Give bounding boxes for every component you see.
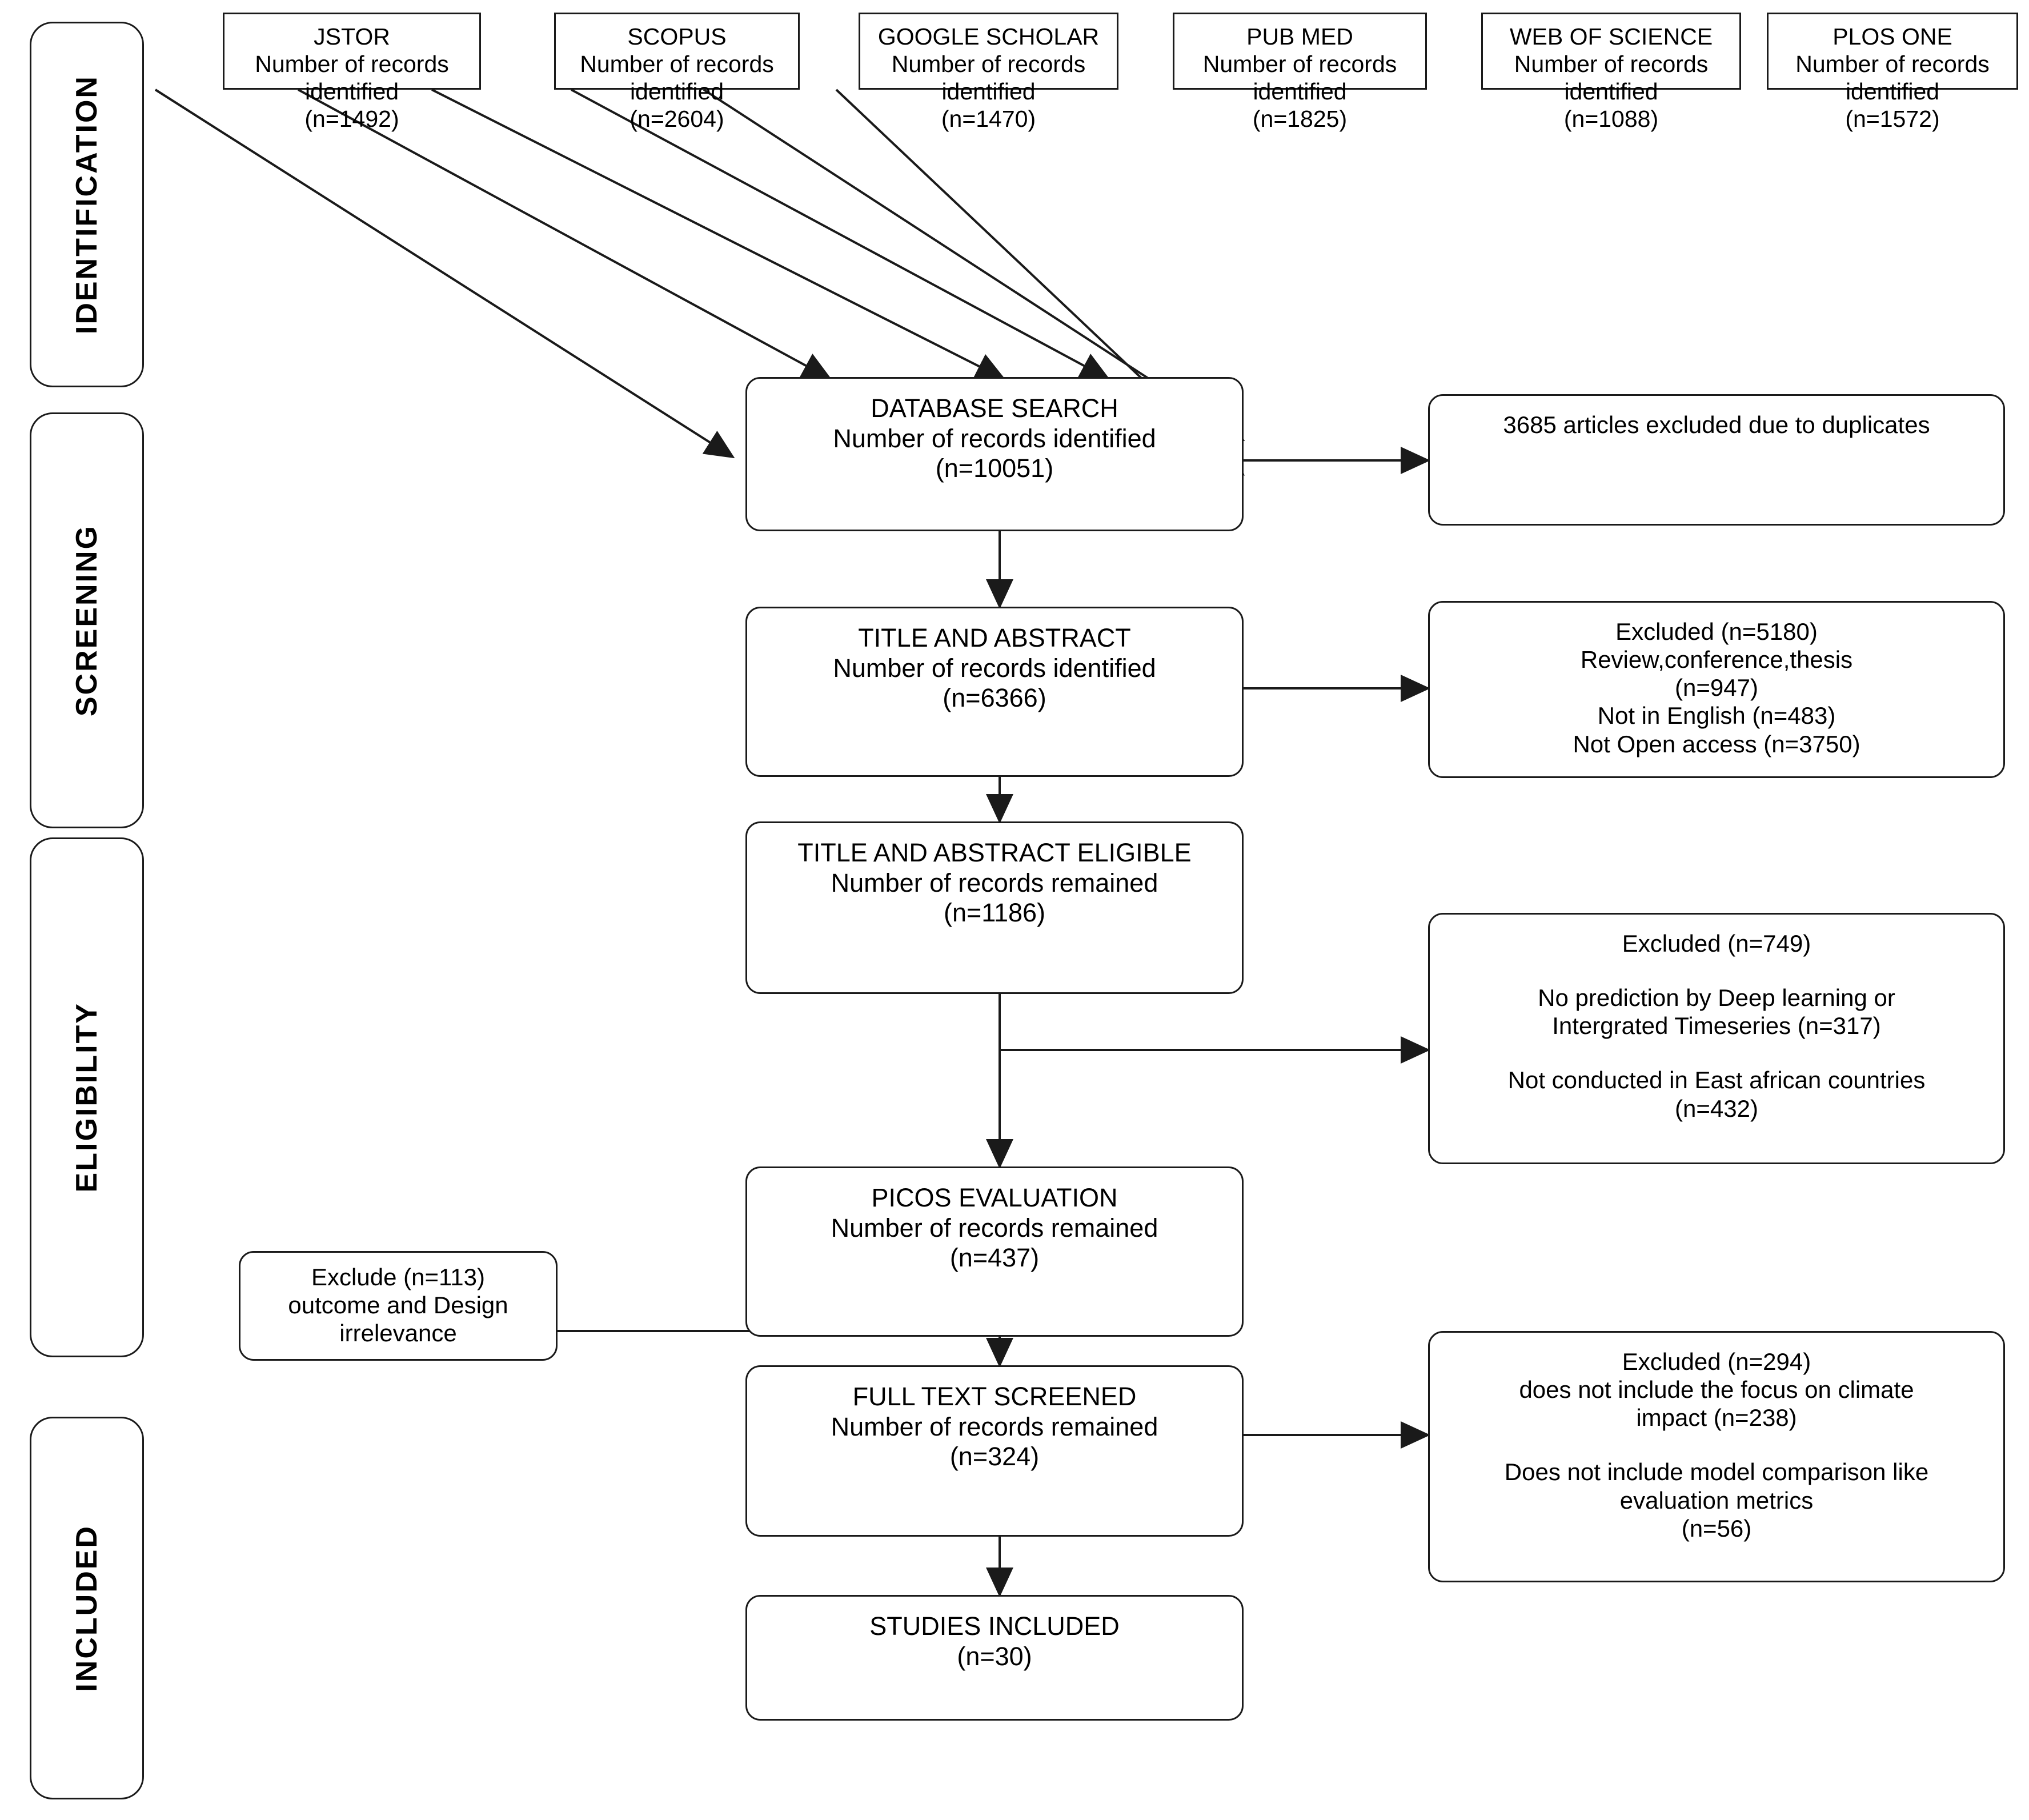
source-box-google-scholar: GOOGLE SCHOLAR Number of records identif…	[859, 13, 1118, 132]
exclusion-box-fulltext: Excluded (n=294) does not include the fo…	[1428, 1331, 2005, 1582]
exclusion-fulltext-line2: does not include the focus on climate	[1519, 1376, 1914, 1404]
exclusion-box-duplicates: 3685 articles excluded due to duplicates	[1428, 394, 2005, 526]
exclusion-duplicates-line1: 3685 articles excluded due to duplicates	[1503, 411, 1930, 438]
exclusion-eligibility-line2: No prediction by Deep learning or	[1538, 984, 1895, 1012]
source-count-web-of-science: (n=1088)	[1563, 105, 1659, 132]
stage-count-studies-included: (n=30)	[957, 1641, 1032, 1671]
exclusion-box-picos: Exclude (n=113) outcome and Design irrel…	[239, 1251, 558, 1361]
stage-box-title-abstract: TITLE AND ABSTRACT Number of records ide…	[745, 607, 1244, 777]
exclusion-eligibility-line5: (n=432)	[1675, 1095, 1758, 1122]
source-name-pubmed: PUB MED	[1246, 23, 1353, 50]
exclusion-fulltext-line3: impact (n=238)	[1636, 1404, 1797, 1432]
source-name-scopus: SCOPUS	[627, 23, 727, 50]
source-line3-scopus: identified	[629, 78, 724, 105]
source-line2-pubmed: Number of records	[1202, 50, 1397, 77]
exclusion-fulltext-line5: evaluation metrics	[1619, 1486, 1814, 1514]
source-box-pubmed: PUB MED Number of records identified (n=…	[1173, 13, 1427, 132]
exclusion-picos-line2: outcome and Design	[288, 1292, 508, 1319]
source-line2-web-of-science: Number of records	[1514, 50, 1709, 77]
exclusion-box-eligibility: Excluded (n=749) No prediction by Deep l…	[1428, 913, 2005, 1164]
exclusion-screening-line2: Review,conference,thesis	[1580, 646, 1853, 674]
stage-title-studies-included: STUDIES INCLUDED	[869, 1611, 1120, 1641]
edge-pubmed-to-database-search	[571, 89, 1110, 380]
source-count-scopus: (n=2604)	[629, 105, 724, 132]
phase-bar-screening: SCREENING	[30, 412, 144, 828]
exclusion-eligibility-line1: Excluded (n=749)	[1622, 930, 1811, 957]
stage-subtitle-full-text-screened: Number of records remained	[831, 1412, 1158, 1441]
source-count-plos-one: (n=1572)	[1845, 105, 1940, 132]
phase-bar-included: INCLUDED	[30, 1417, 144, 1799]
exclusion-screening-line5: Not Open access (n=3750)	[1573, 730, 1860, 757]
source-line3-plos-one: identified	[1845, 78, 1940, 105]
stage-count-title-abstract-eligible: (n=1186)	[943, 898, 1046, 928]
exclusion-screening-line3: (n=947)	[1675, 674, 1758, 701]
phase-label-eligibility: ELIGIBILITY	[70, 1002, 103, 1193]
exclusion-picos-line1: Exclude (n=113)	[311, 1264, 485, 1290]
source-box-jstor: JSTOR Number of records identified (n=14…	[223, 13, 481, 132]
source-line3-google-scholar: identified	[941, 78, 1036, 105]
stage-title-picos-evaluation: PICOS EVALUATION	[871, 1183, 1118, 1212]
source-box-scopus: SCOPUS Number of records identified (n=2…	[554, 13, 800, 132]
exclusion-picos-line3: irrelevance	[339, 1320, 457, 1347]
stage-title-title-abstract: TITLE AND ABSTRACT	[858, 623, 1131, 652]
phase-label-screening: SCREENING	[70, 524, 103, 717]
stage-title-database-search: DATABASE SEARCH	[871, 394, 1118, 423]
source-name-google-scholar: GOOGLE SCHOLAR	[877, 23, 1100, 50]
phase-label-identification: IDENTIFICATION	[70, 74, 103, 335]
source-line2-google-scholar: Number of records	[891, 50, 1086, 77]
stage-title-full-text-screened: FULL TEXT SCREENED	[852, 1382, 1137, 1411]
stage-subtitle-title-abstract: Number of records identified	[833, 653, 1156, 683]
exclusion-fulltext-line6: (n=56)	[1681, 1514, 1752, 1542]
source-count-google-scholar: (n=1470)	[941, 105, 1036, 132]
stage-count-database-search: (n=10051)	[935, 454, 1054, 483]
source-line3-jstor: identified	[304, 78, 399, 105]
source-line2-jstor: Number of records	[255, 50, 449, 77]
exclusion-fulltext-line4: Does not include model comparison like	[1504, 1458, 1929, 1486]
stage-count-full-text-screened: (n=324)	[949, 1442, 1040, 1472]
stage-box-database-search: DATABASE SEARCH Number of records identi…	[745, 377, 1244, 531]
stage-title-title-abstract-eligible: TITLE AND ABSTRACT ELIGIBLE	[797, 838, 1192, 867]
stage-box-title-abstract-eligible: TITLE AND ABSTRACT ELIGIBLE Number of re…	[745, 821, 1244, 994]
exclusion-eligibility-gap-2	[1435, 1040, 1998, 1066]
exclusion-fulltext-gap-1	[1435, 1432, 1998, 1458]
source-count-jstor: (n=1492)	[304, 105, 399, 132]
source-name-jstor: JSTOR	[314, 23, 390, 50]
phase-bar-identification: IDENTIFICATION	[30, 22, 144, 387]
stage-subtitle-database-search: Number of records identified	[833, 423, 1156, 453]
source-line2-scopus: Number of records	[580, 50, 774, 77]
phase-label-included: INCLUDED	[70, 1524, 103, 1692]
source-line3-pubmed: identified	[1253, 78, 1347, 105]
stage-box-full-text-screened: FULL TEXT SCREENED Number of records rem…	[745, 1365, 1244, 1537]
exclusion-screening-line1: Excluded (n=5180)	[1615, 618, 1818, 645]
edge-scopus-to-database-search	[298, 89, 832, 380]
edge-google-scholar-to-database-search	[431, 89, 1006, 380]
edge-jstor-to-database-search	[154, 89, 735, 459]
exclusion-screening-line4: Not in English (n=483)	[1597, 702, 1836, 729]
phase-bar-eligibility: ELIGIBILITY	[30, 837, 144, 1357]
source-box-web-of-science: WEB OF SCIENCE Number of records identif…	[1481, 13, 1741, 132]
source-count-pubmed: (n=1825)	[1252, 105, 1348, 132]
stage-count-picos-evaluation: (n=437)	[949, 1243, 1040, 1273]
stage-subtitle-picos-evaluation: Number of records remained	[831, 1213, 1158, 1242]
exclusion-box-screening: Excluded (n=5180) Review,conference,thes…	[1428, 601, 2005, 778]
stage-box-picos-evaluation: PICOS EVALUATION Number of records remai…	[745, 1166, 1244, 1337]
exclusion-eligibility-line4: Not conducted in East african countries	[1507, 1067, 1926, 1094]
source-name-web-of-science: WEB OF SCIENCE	[1509, 23, 1713, 50]
source-name-plos-one: PLOS ONE	[1832, 23, 1952, 50]
source-line2-plos-one: Number of records	[1795, 50, 1990, 77]
source-box-plos-one: PLOS ONE Number of records identified (n…	[1767, 13, 2018, 132]
exclusion-eligibility-gap-1	[1435, 957, 1998, 984]
stage-count-title-abstract: (n=6366)	[943, 683, 1046, 713]
stage-box-studies-included: STUDIES INCLUDED (n=30)	[745, 1595, 1244, 1721]
stage-subtitle-title-abstract-eligible: Number of records remained	[831, 868, 1158, 897]
source-line3-web-of-science: identified	[1564, 78, 1658, 105]
exclusion-fulltext-line1: Excluded (n=294)	[1622, 1348, 1811, 1375]
exclusion-eligibility-line3: Intergrated Timeseries (n=317)	[1552, 1012, 1881, 1040]
